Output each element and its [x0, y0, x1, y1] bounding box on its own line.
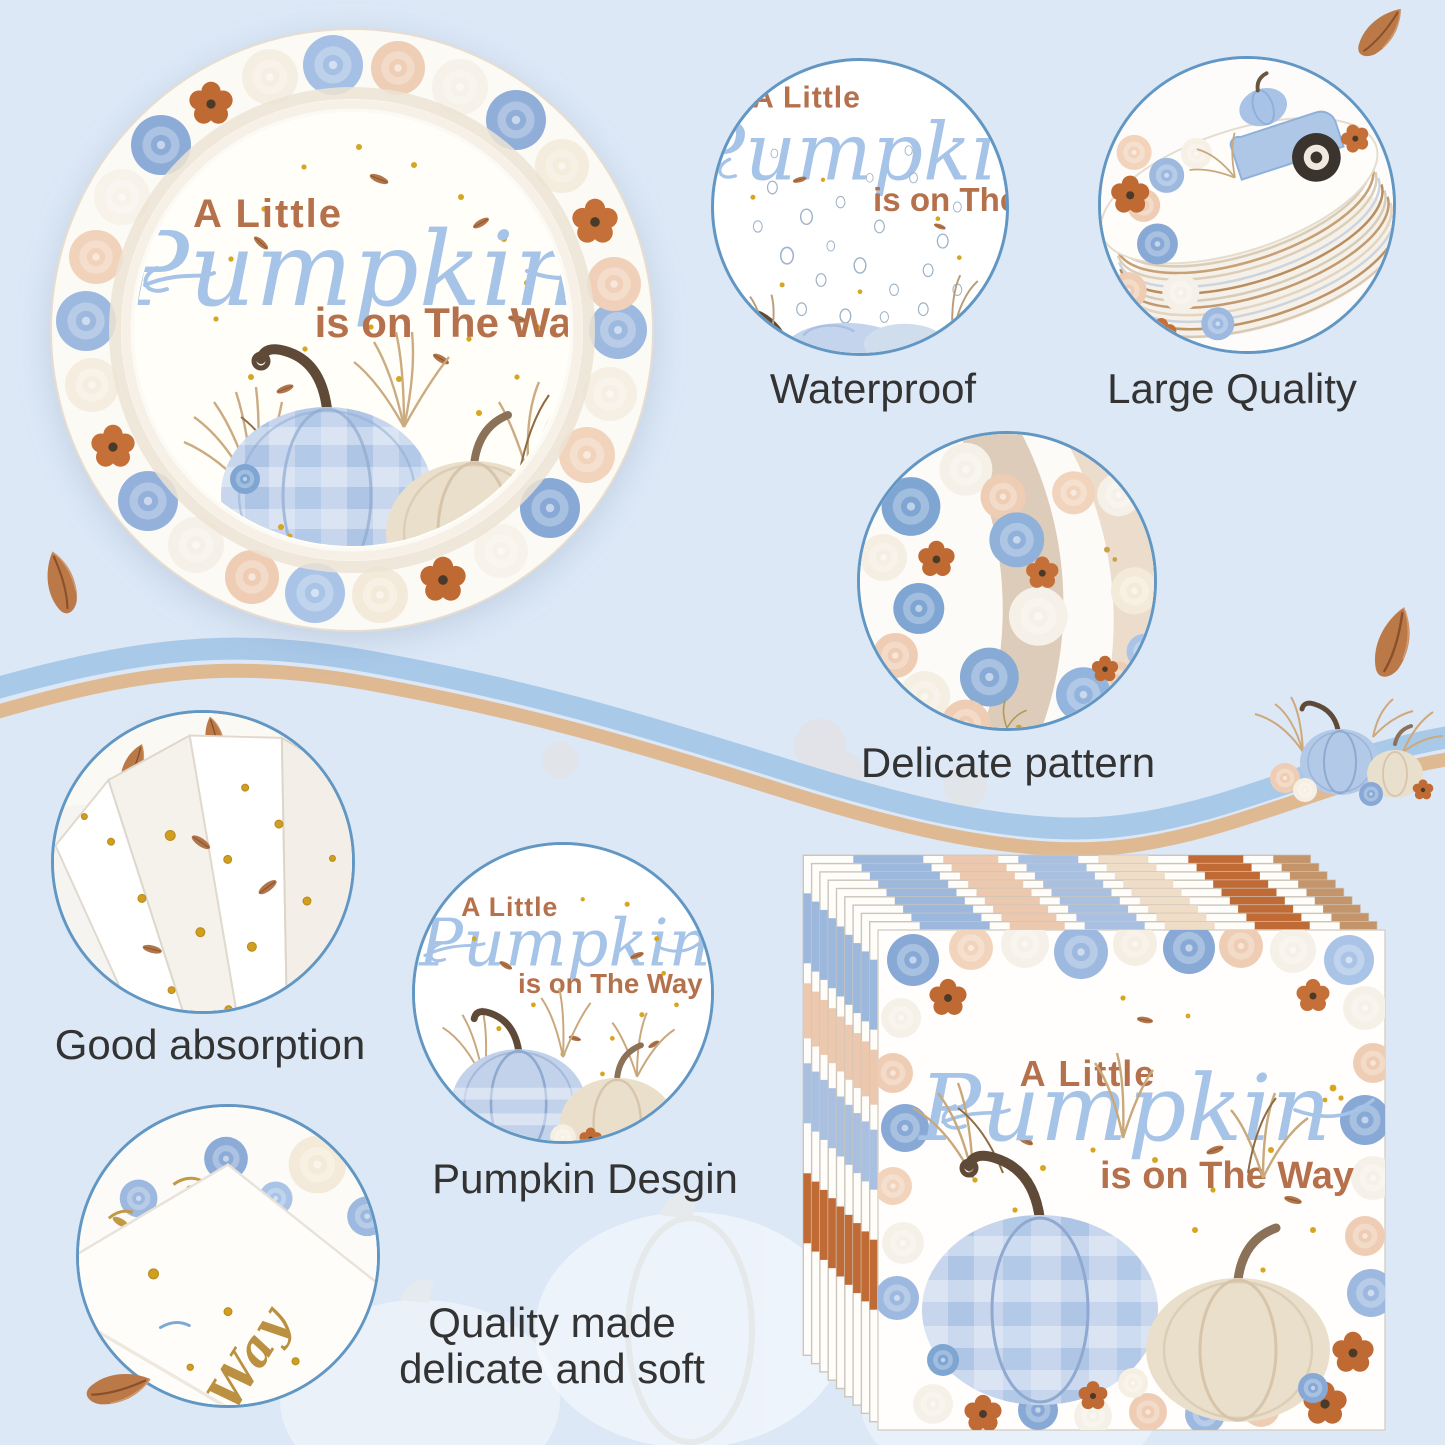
plate-text-line2: Pumpkin [118, 210, 581, 330]
plate-text-line1: A Little [193, 192, 343, 236]
pumpkin-design-circle: A Little Pumpkin is on The Way [412, 842, 714, 1144]
waterproof-text-line2: Pumpkin [714, 106, 1006, 199]
pumpkin-design-label: Pumpkin Desgin [432, 1155, 738, 1202]
soft-quality-label-line1: Quality made [428, 1299, 676, 1346]
gold-dots [213, 144, 540, 420]
pumpkin-design-line2: Pumpkin [418, 906, 710, 981]
waterproof-text-line3: is on The [873, 182, 1006, 219]
pumpkin-design-line3: is on The Way [518, 968, 703, 999]
truck-illustration [1229, 71, 1345, 182]
good-absorption-label: Good absorption [54, 1021, 366, 1068]
plate-photo: A Little Pumpkin is on The Way [49, 27, 655, 633]
mini-blue-pumpkin [451, 1008, 586, 1141]
soft-quality-circle: Way [76, 1104, 380, 1408]
large-quality-label: Large Quality [1107, 365, 1357, 412]
delicate-pattern-circle [857, 431, 1157, 731]
delicate-pattern-label: Delicate pattern [860, 739, 1156, 786]
napkin-text-line3: is on The Way [1100, 1155, 1354, 1197]
gold-sprig [1015, 546, 1118, 728]
napkin-cream-pumpkin [1146, 1223, 1330, 1422]
pumpkin-design-line1: A Little [461, 892, 558, 922]
soft-quality-label-line2: delicate and soft [399, 1345, 705, 1392]
waterproof-circle: A Little Pumpkin is on The [711, 58, 1009, 356]
plate-text-line3: is on The Way [315, 299, 596, 346]
napkin-text-line1: A Little [1020, 1053, 1157, 1094]
napkin-stack: A Little Pumpkin is on The Way [802, 854, 1386, 1431]
good-absorption-circle [51, 710, 355, 1014]
large-quality-circle [1098, 56, 1396, 354]
waterproof-label: Waterproof [769, 365, 977, 412]
pumpkin-cluster-icon [1254, 696, 1444, 806]
